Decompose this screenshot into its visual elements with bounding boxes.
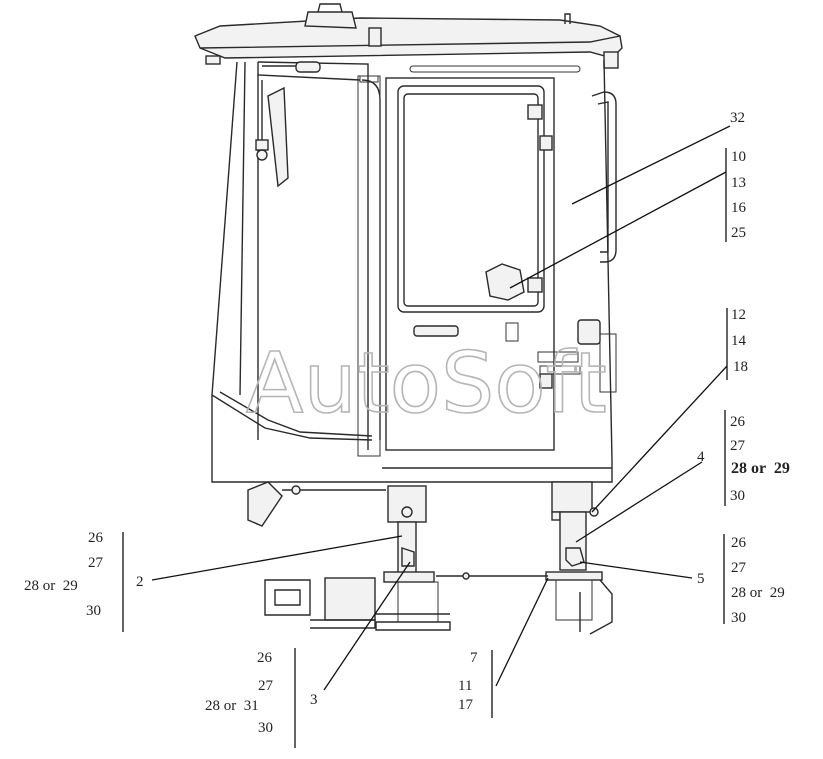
callout-3: 3 — [310, 692, 318, 708]
callout-26-right-b: 26 — [731, 535, 747, 551]
callout-16: 16 — [731, 200, 747, 216]
callout-13: 13 — [731, 175, 746, 191]
cab-mount-left — [247, 467, 612, 631]
glass-patch — [485, 263, 525, 301]
callout-27-right-b: 27 — [731, 560, 747, 576]
watermark-text: AutoSoft — [246, 334, 607, 432]
cab-mount-right — [436, 481, 613, 635]
callout-labels: 32 10 13 16 25 12 14 18 4 26 27 28 or 29… — [24, 110, 790, 736]
mirror — [255, 61, 321, 188]
callout-27-right-a: 27 — [730, 438, 746, 454]
cab-roof — [194, 3, 623, 69]
callout-26-bottom: 26 — [257, 650, 273, 666]
callout-30-right-a: 30 — [730, 488, 745, 504]
callout-26-left: 26 — [88, 530, 104, 546]
callout-26-right-a: 26 — [730, 414, 746, 430]
callout-28-31-bottom: 28 or 31 — [205, 698, 259, 714]
callout-11: 11 — [458, 678, 472, 694]
cab-body — [211, 59, 613, 483]
callout-10: 10 — [731, 149, 746, 165]
callout-28-29-right-a: 28 or 29 — [731, 460, 790, 477]
callout-17: 17 — [458, 697, 474, 713]
callout-25: 25 — [731, 225, 746, 241]
callout-12: 12 — [731, 307, 746, 323]
grab-handle — [577, 91, 617, 393]
callout-4: 4 — [697, 449, 705, 465]
callout-30-left: 30 — [86, 603, 101, 619]
callout-18: 18 — [733, 359, 748, 375]
callout-30-bottom: 30 — [258, 720, 273, 736]
callout-28-29-left: 28 or 29 — [24, 578, 78, 594]
callout-2: 2 — [136, 574, 144, 590]
leader-lines — [122, 125, 731, 748]
callout-27-left: 27 — [88, 555, 104, 571]
callout-28-29-right-b: 28 or 29 — [731, 585, 785, 601]
callout-7: 7 — [470, 650, 478, 666]
callout-32: 32 — [730, 110, 745, 126]
callout-14: 14 — [731, 333, 747, 349]
callout-27-bottom: 27 — [258, 678, 274, 694]
callout-5: 5 — [697, 571, 705, 587]
callout-30-right-b: 30 — [731, 610, 746, 626]
